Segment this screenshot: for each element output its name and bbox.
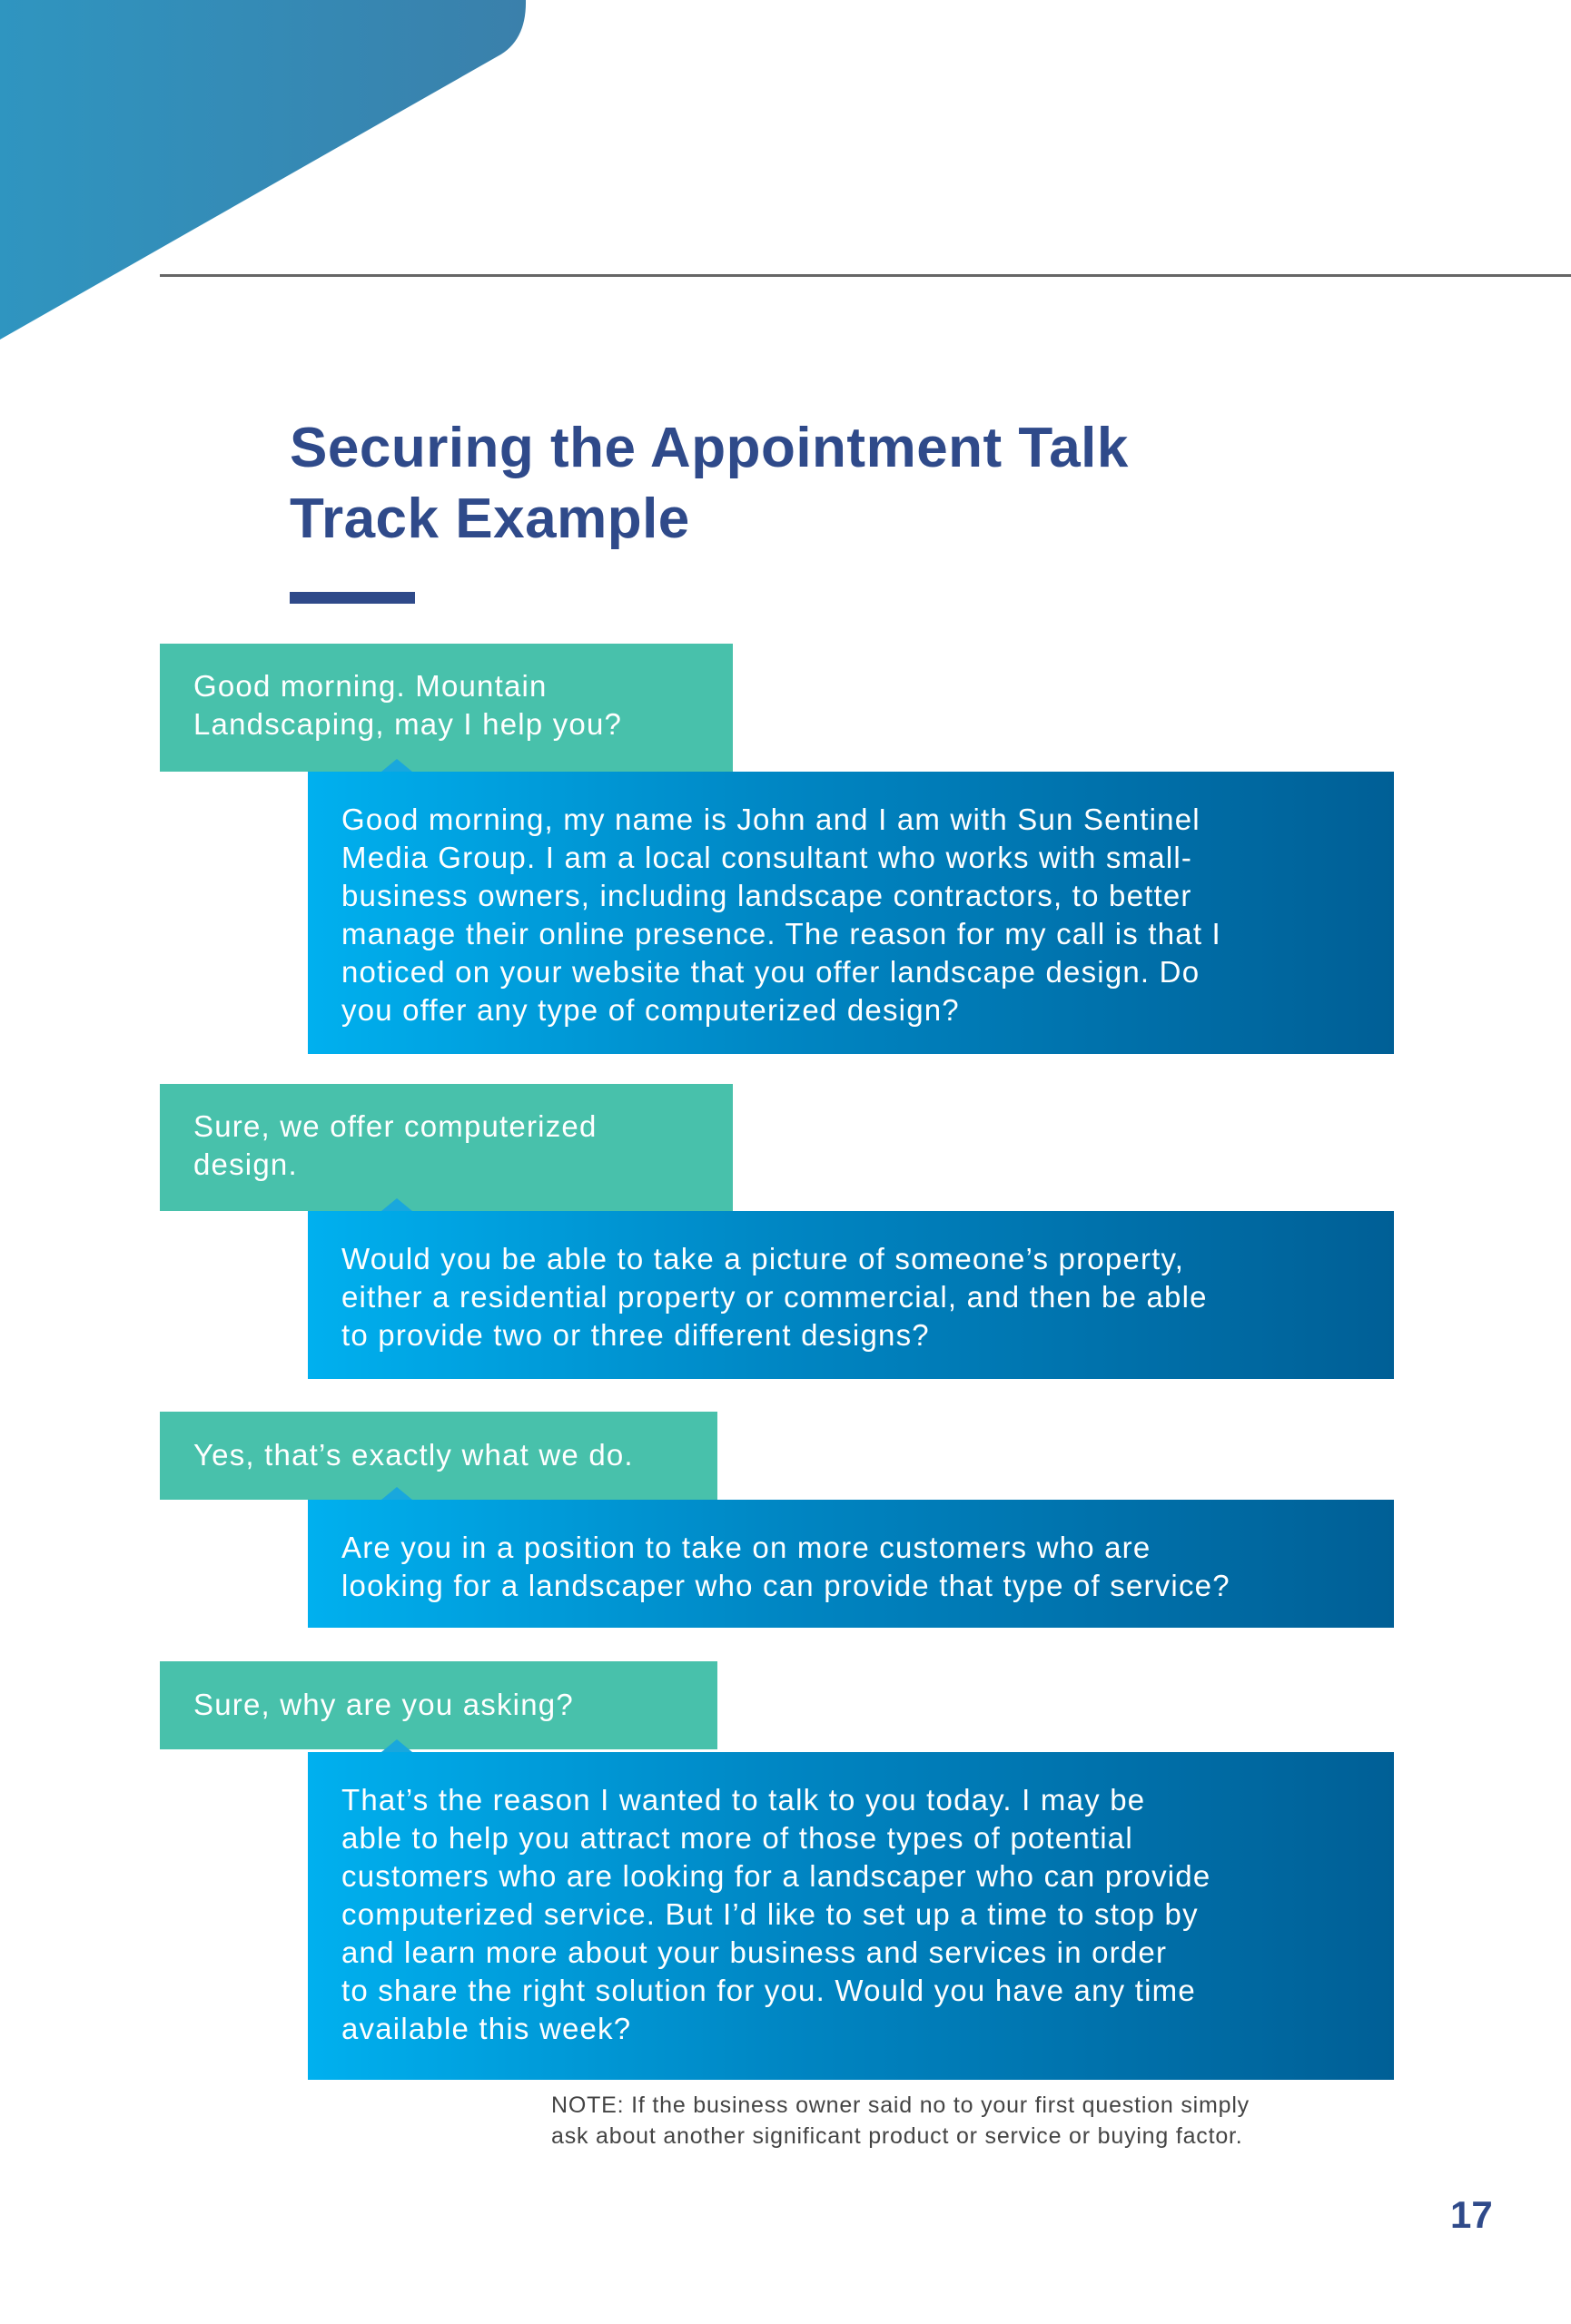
footnote: NOTE: If the business owner said no to y… [551,2093,1250,2149]
speech-notch [381,759,412,772]
rep-bubble-4: That’s the reason I wanted to talk to yo… [308,1752,1394,2080]
rep-bubble-3: Are you in a position to take on more cu… [308,1500,1394,1628]
page-number: 17 [1450,2193,1493,2236]
speech-notch [381,1739,412,1752]
prospect-bubble-1: Good morning. Mountain Landscaping, may … [160,644,733,772]
speech-notch [381,1198,412,1211]
prospect-bubble-4: Sure, why are you asking? [160,1661,717,1749]
prospect-bubble-3: Yes, that’s exactly what we do. [160,1412,717,1500]
corner-decoration [0,0,527,340]
header-rule [160,274,1571,277]
speech-notch [381,1487,412,1500]
prospect-bubble-2: Sure, we offer computerized design. [160,1084,733,1211]
title-underline [290,592,415,604]
rep-bubble-1: Good morning, my name is John and I am w… [308,772,1394,1054]
rep-bubble-2: Would you be able to take a picture of s… [308,1211,1394,1379]
page-title: Securing the Appointment Talk Track Exam… [290,417,1129,550]
